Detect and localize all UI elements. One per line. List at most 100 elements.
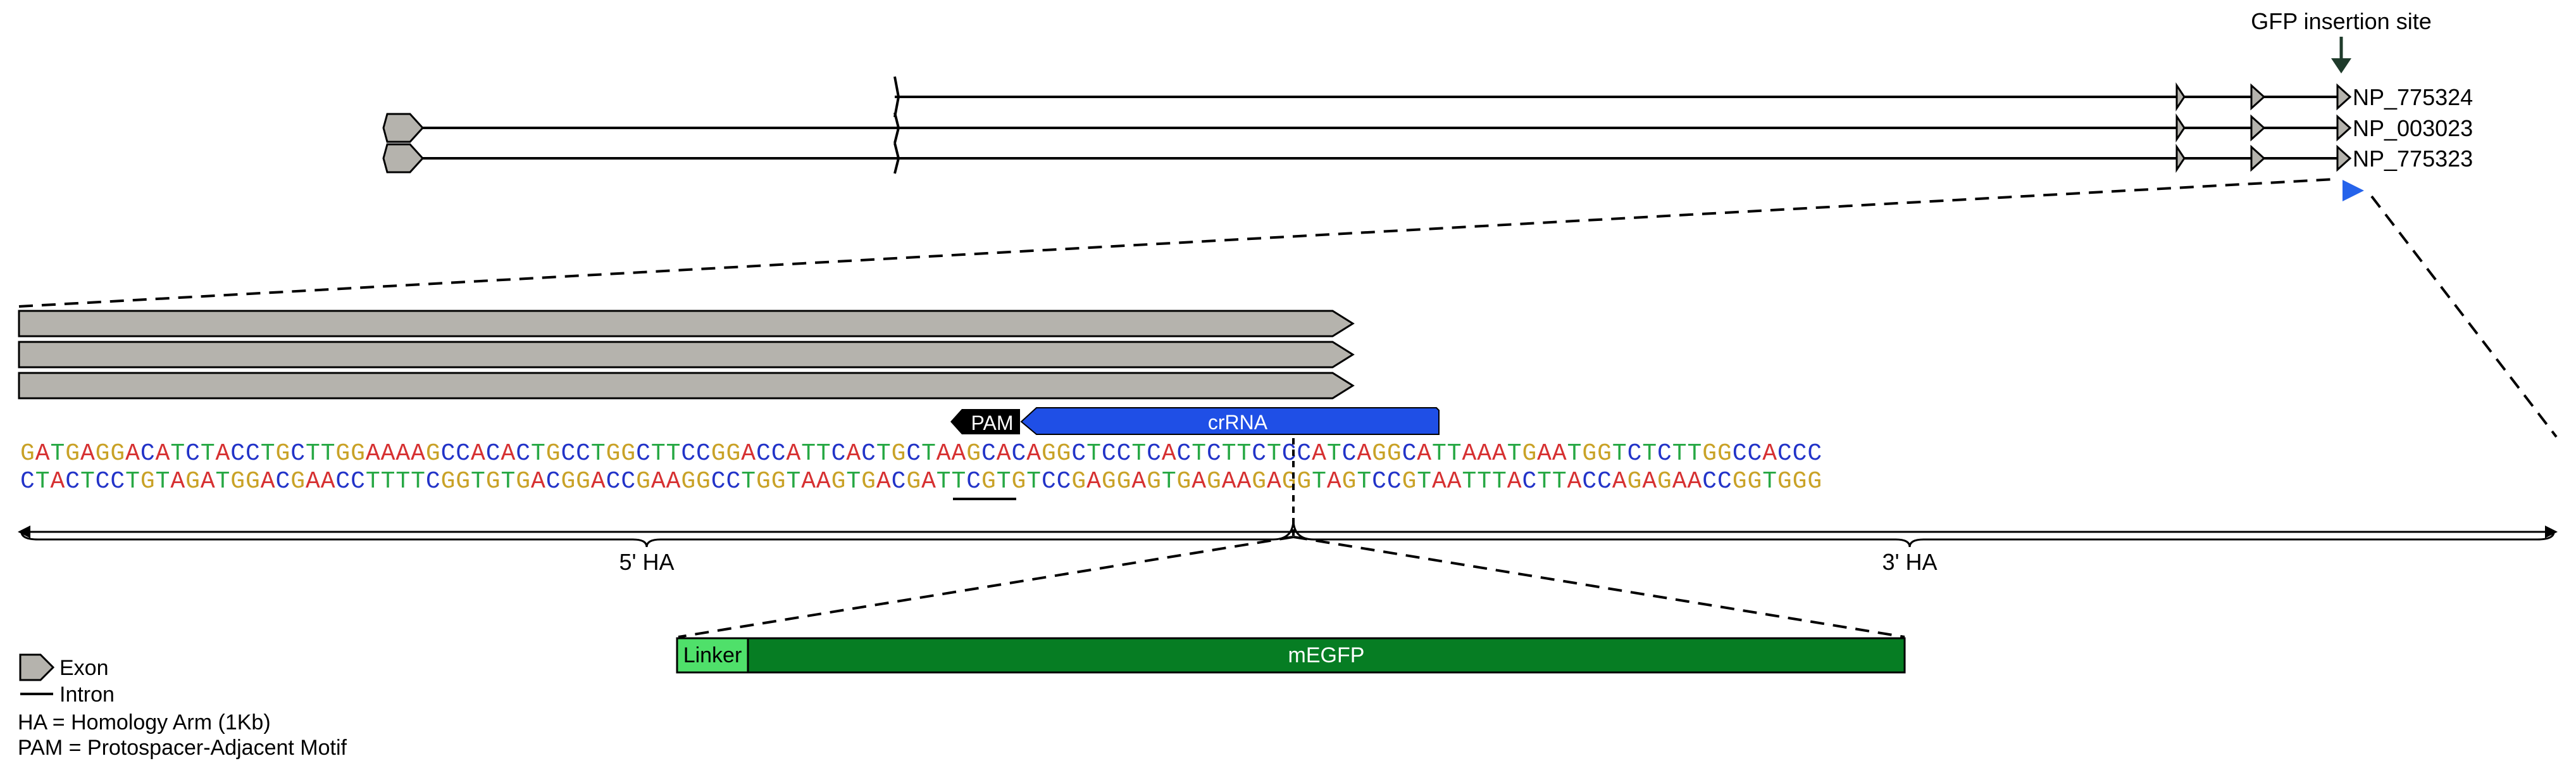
homology-arms: 5' HA 3' HA [18,519,2558,575]
nucleotide-G: G [426,440,441,467]
nucleotide-T: T [1192,440,1207,467]
nucleotide-A: A [876,468,892,495]
nucleotide-T: T [921,440,936,467]
nucleotide-G: G [96,440,111,467]
gfp-box [747,637,1906,674]
nucleotide-A: A [1552,440,1567,467]
nucleotide-T: T [1612,440,1627,467]
nucleotide-G: G [1582,440,1597,467]
nucleotide-A: A [1417,440,1432,467]
nucleotide-C: C [140,440,156,467]
nucleotide-T: T [651,440,666,467]
nucleotide-C: C [1147,440,1162,467]
nucleotide-A: A [531,468,546,495]
nucleotide-T: T [1507,440,1522,467]
insertion-arrow-head [2331,58,2351,73]
nucleotide-G: G [65,440,80,467]
nucleotide-C: C [96,468,111,495]
nucleotide-T: T [741,468,756,495]
nucleotide-A: A [1642,468,1657,495]
nucleotide-T: T [1357,468,1372,495]
nucleotide-T: T [531,440,546,467]
nucleotide-A: A [1327,468,1342,495]
nucleotide-T: T [471,468,486,495]
zoomed-exon [18,372,1355,400]
nucleotide-G: G [230,468,246,495]
nucleotide-T: T [35,468,51,495]
nucleotide-G: G [1102,468,1117,495]
left-arm-brace [20,519,1295,548]
nucleotide-A: A [786,440,801,467]
nucleotide-G: G [1387,440,1402,467]
exon-marker [2175,82,2186,111]
nucleotide-C: C [486,440,501,467]
nucleotide-C: C [1372,468,1387,495]
nucleotide-T: T [306,440,321,467]
nucleotide-G: G [711,440,726,467]
nucleotide-C: C [335,468,351,495]
exon-icon [19,653,55,681]
nucleotide-G: G [1297,468,1312,495]
gfp-label: mEGFP [1288,643,1365,667]
nucleotide-A: A [1267,468,1282,495]
nucleotide-C: C [1402,440,1417,467]
arm-arrow-right [2545,526,2558,538]
nucleotide-C: C [561,440,576,467]
nucleotide-T: T [125,468,140,495]
nucleotide-G: G [1252,468,1267,495]
transcript-3: NP_775323 [382,142,2473,174]
nucleotide-C: C [1252,440,1267,467]
insert-zoom-right [1293,536,1905,638]
nucleotide-A: A [1492,440,1507,467]
nucleotide-G: G [981,468,997,495]
nucleotide-A: A [1477,440,1492,467]
exon-marker [893,142,900,174]
nucleotide-G: G [351,440,366,467]
dna-sequence: GATGAGGACATCTACCTGCTTGGAAAAGCCACACTGCCTG… [20,438,1822,538]
nucleotide-A: A [50,468,65,495]
nucleotide-G: G [1733,468,1748,495]
nucleotide-C: C [1102,440,1117,467]
nucleotide-C: C [1207,440,1222,467]
exon-marker [382,143,425,173]
nucleotide-A: A [170,468,185,495]
nucleotide-G: G [681,468,696,495]
right-arm-brace [1292,519,2555,548]
nucleotide-C: C [1657,440,1672,467]
nucleotide-G: G [771,468,787,495]
nucleotide-C: C [756,440,771,467]
nucleotide-C: C [290,440,306,467]
nucleotide-C: C [1297,440,1312,467]
nucleotide-G: G [1342,468,1357,495]
nucleotide-A: A [846,440,861,467]
nucleotide-C: C [696,440,711,467]
nucleotide-C: C [456,440,471,467]
nucleotide-G: G [726,440,742,467]
nucleotide-G: G [1011,468,1026,495]
nucleotide-C: C [1582,468,1597,495]
nucleotide-G: G [456,468,471,495]
nucleotide-A: A [1612,468,1627,495]
nucleotide-T: T [80,468,96,495]
insertion-site-label: GFP insertion site [2251,8,2431,34]
gene-model: GFP insertion site NP_775324 NP_003023 [382,8,2473,201]
nucleotide-C: C [1387,468,1402,495]
nucleotide-C: C [1042,468,1057,495]
nucleotide-A: A [35,440,51,467]
nucleotide-T: T [1688,440,1703,467]
nucleotide-C: C [1117,440,1132,467]
nucleotide-T: T [1762,468,1777,495]
nucleotide-T: T [1477,468,1492,495]
nucleotide-T: T [1432,440,1447,467]
nucleotide-C: C [1071,440,1086,467]
nucleotide-G: G [861,468,876,495]
nucleotide-C: C [1717,468,1733,495]
nucleotide-A: A [261,468,276,495]
exon-marker [893,112,900,144]
nucleotide-A: A [156,440,171,467]
nucleotide-T: T [816,440,831,467]
nucleotide-T: T [801,440,816,467]
nucleotide-G: G [621,440,636,467]
nucleotide-G: G [1627,468,1643,495]
